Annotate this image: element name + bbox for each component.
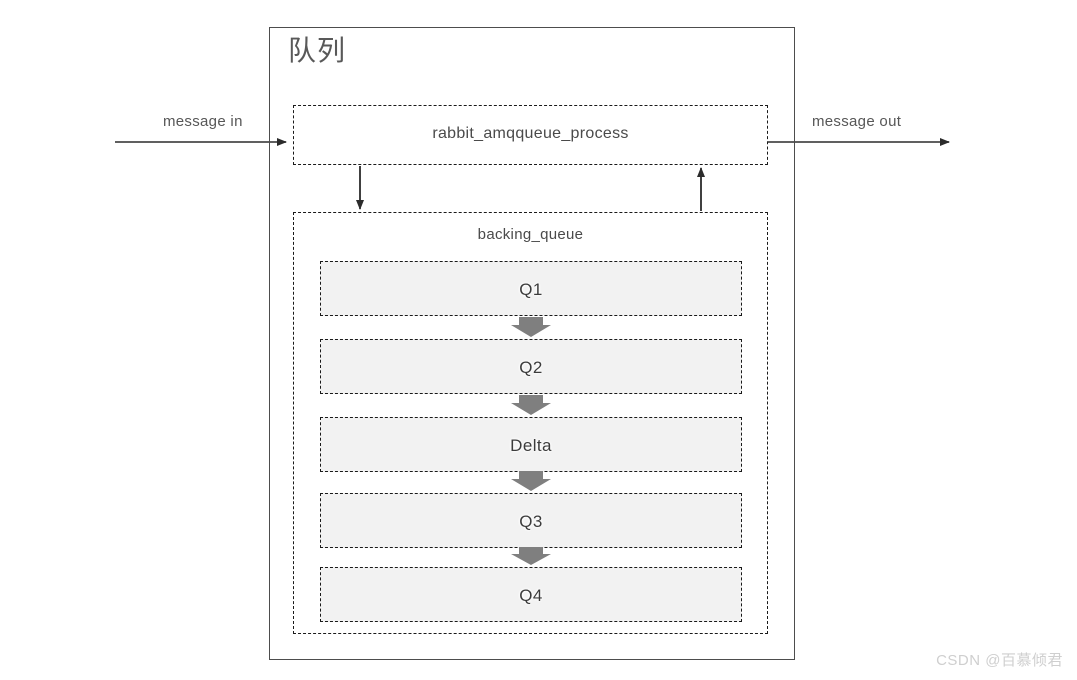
queue-segment-delta	[320, 417, 742, 472]
queue-segment-q1	[320, 261, 742, 316]
rabbit-amqqueue-process-label: rabbit_amqqueue_process	[432, 125, 629, 142]
queue-segment-q3	[320, 493, 742, 548]
backing-queue-box	[293, 212, 768, 634]
queue-container-title: 队列	[288, 35, 347, 66]
message-in-label: message in	[163, 113, 243, 130]
message-out-label: message out	[812, 113, 902, 130]
queue-segment-q4	[320, 567, 742, 622]
csdn-watermark: CSDN @百慕倾君	[936, 652, 1063, 669]
queue-segment-q2	[320, 339, 742, 394]
rabbit-amqqueue-process-box	[293, 105, 768, 165]
backing-queue-label: backing_queue	[477, 226, 584, 243]
